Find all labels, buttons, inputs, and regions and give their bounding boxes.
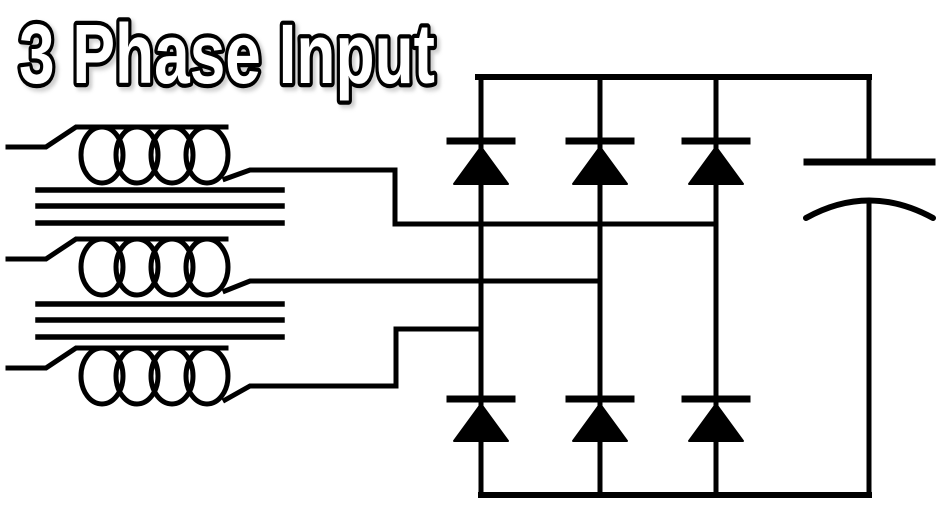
page-title: 3 Phase Input 3 Phase Input xyxy=(15,3,442,107)
diode-top-2 xyxy=(565,137,635,185)
coil-loop xyxy=(78,345,126,407)
coil-loop xyxy=(183,124,231,186)
phase-1-wire xyxy=(5,124,719,227)
coil-loop xyxy=(78,124,126,186)
phase-3-wire xyxy=(5,326,484,404)
page-title-shadow: 3 Phase Input xyxy=(22,10,438,104)
coil-loop xyxy=(148,345,196,407)
diode-bottom-3 xyxy=(681,395,751,442)
core-lines-bottom xyxy=(35,301,285,340)
inductor-phase-1 xyxy=(5,124,719,227)
diode-triangle xyxy=(688,146,744,185)
coil-loop xyxy=(183,236,231,298)
diode-triangle xyxy=(572,403,628,442)
coil-loop xyxy=(113,124,161,186)
rectifier-bridge xyxy=(446,74,872,498)
capacitor xyxy=(803,74,936,498)
diode-top-3 xyxy=(681,137,751,185)
capacitor-plate-curved xyxy=(803,197,936,221)
diode-triangle xyxy=(572,146,628,185)
coil-loop xyxy=(78,236,126,298)
diode-triangle xyxy=(453,403,509,442)
diode-top-1 xyxy=(446,137,516,185)
coil-loop xyxy=(113,236,161,298)
diode-triangle xyxy=(453,146,509,185)
inductor-phase-3 xyxy=(5,326,484,407)
diode-bottom-1 xyxy=(446,395,516,442)
coil-loop xyxy=(183,345,231,407)
coil-loop xyxy=(148,236,196,298)
diode-triangle xyxy=(688,403,744,442)
core-lines-top xyxy=(35,187,285,226)
coil-loop xyxy=(113,345,161,407)
coil-loop xyxy=(148,124,196,186)
circuit xyxy=(5,74,936,498)
diode-bottom-2 xyxy=(565,395,635,442)
page-title-text: 3 Phase Input xyxy=(19,7,435,101)
